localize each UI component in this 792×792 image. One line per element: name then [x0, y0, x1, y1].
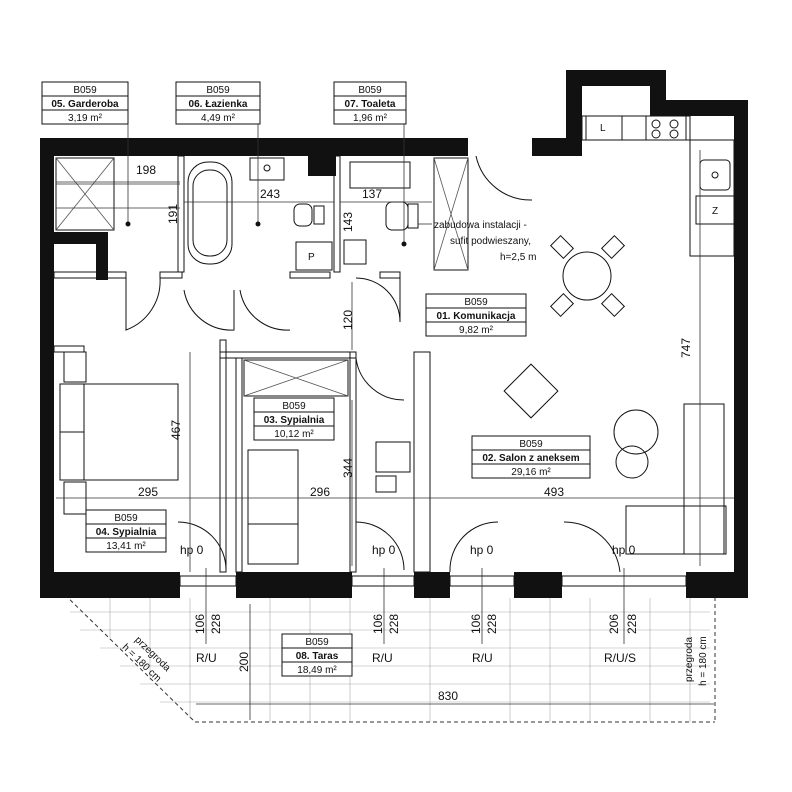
svg-text:18,49 m²: 18,49 m² — [297, 665, 337, 676]
dim-747: 747 — [679, 338, 693, 358]
dim-191: 191 — [166, 204, 180, 224]
svg-text:228: 228 — [209, 614, 223, 634]
opening-2: 106 228 R/U — [371, 568, 401, 665]
svg-text:B059: B059 — [464, 297, 488, 308]
svg-text:B059: B059 — [358, 85, 382, 96]
svg-text:B059: B059 — [206, 85, 230, 96]
room-label-salon: B059 02. Salon z aneksem 29,16 m² — [471, 435, 591, 479]
note-line-1: zabudowa instalacji - — [434, 220, 527, 231]
dim-493: 493 — [544, 485, 564, 499]
svg-text:B059: B059 — [114, 513, 138, 524]
dim-296: 296 — [310, 485, 330, 499]
opening-4: 206 228 R/U/S — [604, 568, 639, 665]
svg-text:R/U: R/U — [472, 651, 493, 665]
svg-text:R/U: R/U — [372, 651, 393, 665]
dining-set — [549, 234, 626, 318]
doors — [125, 155, 621, 573]
partition-note-left: przegroda h = 180 cm — [120, 635, 173, 685]
svg-text:04. Sypialnia: 04. Sypialnia — [96, 527, 157, 538]
dim-295: 295 — [138, 485, 158, 499]
svg-text:06. Łazienka: 06. Łazienka — [189, 99, 248, 110]
svg-text:03. Sypialnia: 03. Sypialnia — [264, 415, 325, 426]
svg-text:228: 228 — [625, 614, 639, 634]
partition-right-line-1: przegroda — [684, 637, 695, 682]
svg-text:4,49 m²: 4,49 m² — [201, 113, 236, 124]
washer-label: P — [308, 252, 315, 263]
dim-198: 198 — [136, 163, 156, 177]
bedroom-furniture — [59, 351, 299, 565]
room-label-taras: B059 08. Taras 18,49 m² — [281, 633, 353, 677]
svg-text:9,82 m²: 9,82 m² — [459, 325, 494, 336]
living-furniture — [375, 363, 727, 555]
svg-text:1,96 m²: 1,96 m² — [353, 113, 388, 124]
dim-143: 143 — [341, 212, 355, 232]
opening-1: 106 228 R/U — [193, 568, 223, 665]
svg-text:R/U: R/U — [196, 651, 217, 665]
svg-text:3,19 m²: 3,19 m² — [68, 113, 103, 124]
svg-text:B059: B059 — [282, 401, 306, 412]
room-label-lazienka: B059 06. Łazienka 4,49 m² — [175, 81, 261, 125]
fridge-label: L — [600, 123, 606, 134]
svg-text:05. Garderoba: 05. Garderoba — [51, 99, 119, 110]
note-line-3: h=2,5 m — [500, 252, 536, 263]
dishwasher-label: Z — [712, 206, 718, 217]
svg-text:01. Komunikacja: 01. Komunikacja — [437, 311, 516, 322]
room-label-sypialnia-04: B059 04. Sypialnia 13,41 m² — [85, 509, 167, 553]
dim-243: 243 — [260, 187, 280, 201]
dim-830: 830 — [438, 689, 458, 703]
svg-text:228: 228 — [387, 614, 401, 634]
dim-200: 200 — [237, 652, 251, 672]
interior-walls — [53, 115, 735, 573]
partition-note-right: przegroda h = 180 cm — [684, 636, 709, 686]
threshold-3: hp 0 — [470, 543, 494, 557]
dimension-lines — [56, 150, 734, 720]
terrace-outline — [59, 589, 716, 723]
threshold-1: hp 0 — [180, 543, 204, 557]
dim-467: 467 — [169, 420, 183, 440]
svg-text:106: 106 — [469, 614, 483, 634]
dim-137: 137 — [362, 187, 382, 201]
svg-text:29,16 m²: 29,16 m² — [511, 467, 551, 478]
svg-text:02. Salon z aneksem: 02. Salon z aneksem — [482, 453, 579, 464]
svg-text:08. Taras: 08. Taras — [296, 651, 339, 662]
threshold-2: hp 0 — [372, 543, 396, 557]
svg-text:07. Toaleta: 07. Toaleta — [345, 99, 396, 110]
terrace-grid — [70, 598, 710, 722]
installation-note: zabudowa instalacji - sufit podwieszany,… — [418, 220, 536, 263]
kitchen-fixtures: L Z — [585, 115, 735, 225]
dim-344: 344 — [341, 458, 355, 478]
room-label-toaleta: B059 07. Toaleta 1,96 m² — [333, 81, 407, 125]
svg-text:228: 228 — [485, 614, 499, 634]
thresholds: hp 0 hp 0 hp 0 hp 0 — [180, 543, 636, 557]
svg-text:B059: B059 — [305, 637, 329, 648]
svg-text:B059: B059 — [73, 85, 97, 96]
bathroom-fixtures: P — [187, 157, 419, 271]
svg-text:B059: B059 — [519, 439, 543, 450]
svg-text:R/U/S: R/U/S — [604, 651, 636, 665]
opening-3: 106 228 R/U — [469, 568, 499, 665]
svg-text:206: 206 — [607, 614, 621, 634]
svg-text:10,12 m²: 10,12 m² — [274, 429, 314, 440]
svg-text:106: 106 — [371, 614, 385, 634]
svg-text:106: 106 — [193, 614, 207, 634]
room-label-komunikacja: B059 01. Komunikacja 9,82 m² — [425, 293, 527, 337]
room-label-sypialnia-03: B059 03. Sypialnia 10,12 m² — [253, 397, 335, 441]
dim-120: 120 — [341, 310, 355, 330]
note-line-2: sufit podwieszany, — [450, 236, 531, 247]
svg-text:13,41 m²: 13,41 m² — [106, 541, 146, 552]
closets — [55, 157, 469, 397]
room-label-garderoba: B059 05. Garderoba 3,19 m² — [41, 81, 129, 125]
exterior-walls — [40, 70, 748, 598]
dimension-texts: 198 243 137 191 143 120 747 467 344 295 … — [136, 163, 693, 703]
partition-right-line-2: h = 180 cm — [698, 636, 709, 686]
threshold-4: hp 0 — [612, 543, 636, 557]
